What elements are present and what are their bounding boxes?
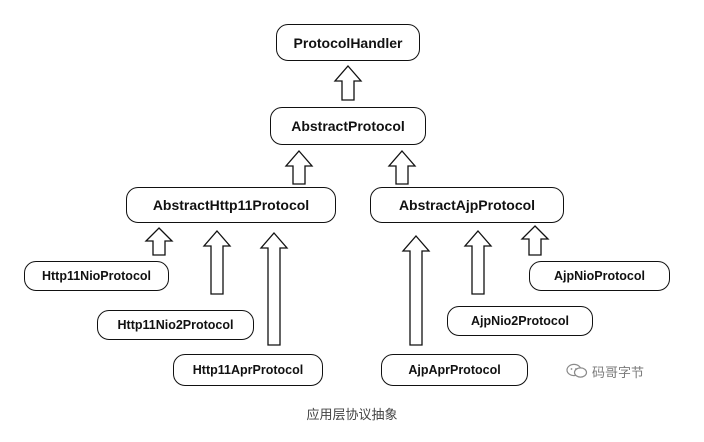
node-http11-nio-protocol: Http11NioProtocol xyxy=(24,261,169,291)
arrow-ajp-nio-to-ajp xyxy=(520,225,550,256)
arrow-http11-nio2-to-http11 xyxy=(202,230,232,295)
node-ajp-nio2-protocol: AjpNio2Protocol xyxy=(447,306,593,336)
arrow-http11-to-abstract-protocol xyxy=(284,150,314,185)
arrow-ajp-apr-to-ajp xyxy=(401,235,431,346)
arrow-http11-apr-to-http11 xyxy=(259,232,289,346)
figure-caption: 应用层协议抽象 xyxy=(306,407,398,422)
node-http11-apr-protocol: Http11AprProtocol xyxy=(173,354,323,386)
watermark-text: 码哥字节 xyxy=(592,364,645,380)
arrow-http11-nio-to-http11 xyxy=(144,227,174,256)
node-http11-nio2-protocol: Http11Nio2Protocol xyxy=(97,310,254,340)
arrow-ajp-to-abstract-protocol xyxy=(387,150,417,185)
arrow-abstract-protocol-to-handler xyxy=(333,65,363,101)
node-ajp-apr-protocol: AjpAprProtocol xyxy=(381,354,528,386)
node-abstract-protocol: AbstractProtocol xyxy=(270,107,426,145)
node-protocol-handler: ProtocolHandler xyxy=(276,24,420,61)
node-abstract-ajp-protocol: AbstractAjpProtocol xyxy=(370,187,564,223)
arrow-ajp-nio2-to-ajp xyxy=(463,230,493,295)
wechat-icon xyxy=(566,363,588,378)
watermark: 码哥字节 xyxy=(566,360,644,382)
node-abstract-http11-protocol: AbstractHttp11Protocol xyxy=(126,187,336,223)
node-ajp-nio-protocol: AjpNioProtocol xyxy=(529,261,670,291)
